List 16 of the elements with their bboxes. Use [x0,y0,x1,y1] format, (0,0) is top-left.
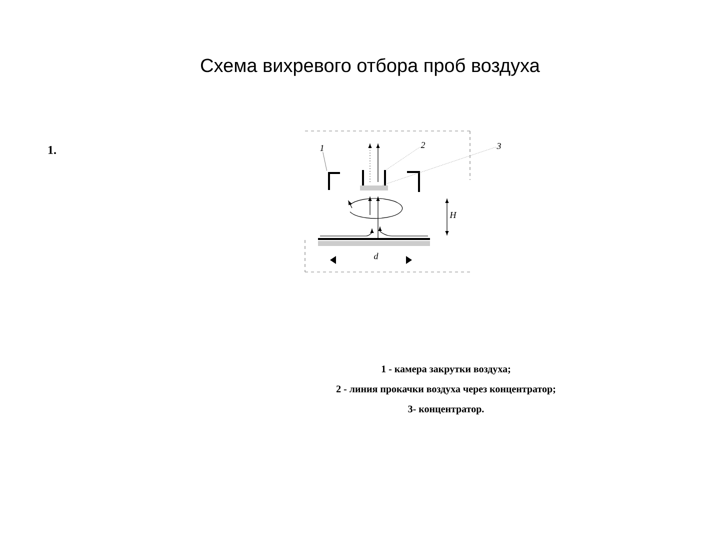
caption-line: 2 - линия прокачки воздуха через концентратор; [336,386,556,394]
chamber-part [362,169,386,187]
dimension-label: d [374,252,378,260]
leader-line [322,152,328,172]
caption-line: 1 - камера закрутки воздуха; [382,366,510,374]
callout-number: 3 [496,142,501,150]
title: Схема вихревого отбора проб воздуха [201,58,540,76]
callout-number: 2 [420,142,426,148]
caption-line: 3- концентратор. [408,406,484,414]
chamber-part [328,172,340,190]
callout-number: 1 [320,145,324,151]
section-number: 1. [48,146,56,154]
dimension-label: H [450,212,457,218]
leader-line [382,146,496,186]
leader-line [386,147,420,170]
concentrator-bar [360,186,388,190]
